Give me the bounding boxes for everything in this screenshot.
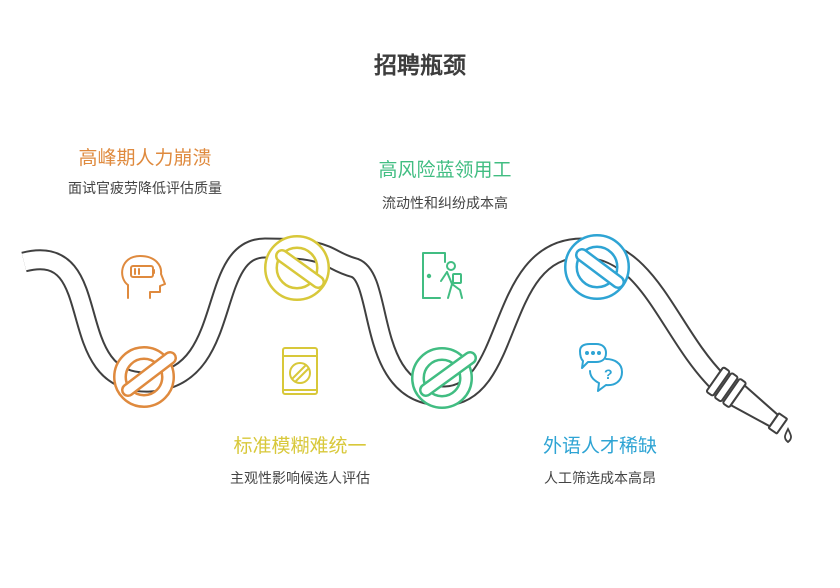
item-label-blue: 外语人才稀缺 — [542, 435, 657, 457]
water-drop — [784, 426, 792, 444]
item-desc-green: 流动性和纠纷成本高 — [382, 196, 508, 212]
nozzle — [705, 366, 792, 444]
item-label-orange: 高峰期人力崩溃 — [78, 147, 212, 169]
knot-orange — [113, 346, 177, 408]
knot-yellow — [264, 235, 330, 301]
knot-blue — [564, 234, 630, 300]
item-desc-yellow: 主观性影响候选人评估 — [230, 471, 370, 487]
item-label-yellow: 标准模糊难统一 — [233, 435, 367, 457]
blurred-document-icon — [282, 347, 318, 395]
item-desc-blue: 人工筛选成本高昂 — [544, 471, 656, 487]
head-battery-icon — [121, 255, 166, 299]
diagram-title: 招聘瓶颈 — [374, 53, 466, 79]
item-desc-orange: 面试官疲劳降低评估质量 — [68, 181, 222, 197]
worker-leaving-door-icon — [422, 252, 463, 299]
hose — [21, 237, 726, 407]
knot-green — [411, 347, 477, 409]
speech-bubbles-question-icon: ? — [579, 343, 623, 392]
svg-text:?: ? — [604, 366, 613, 382]
item-label-green: 高风险蓝领用工 — [378, 159, 512, 181]
